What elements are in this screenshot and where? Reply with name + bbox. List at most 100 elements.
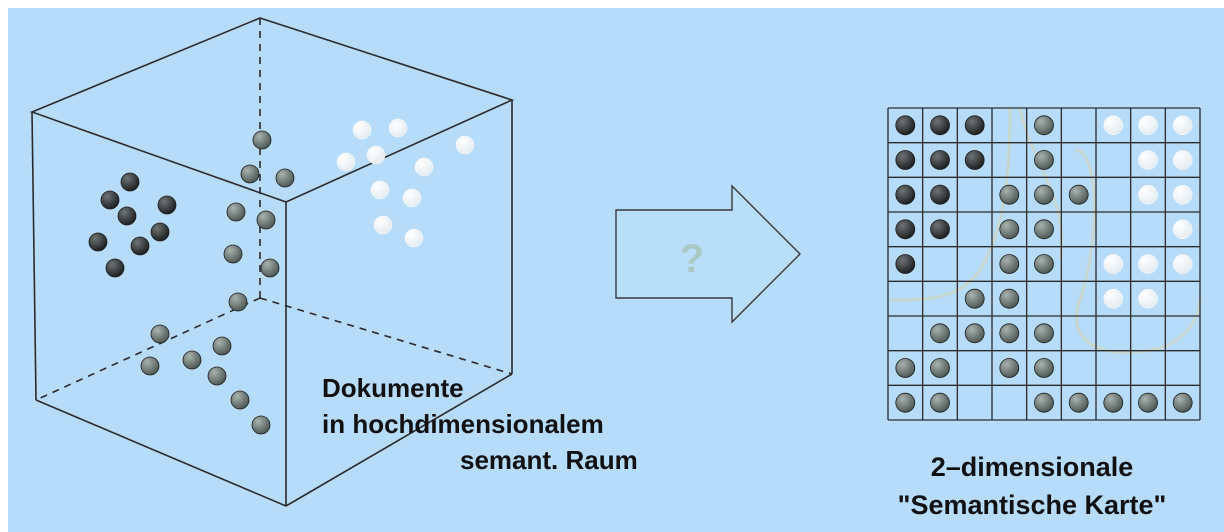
arrow-shape [615,184,801,324]
gray-document-dot [226,202,246,222]
gray-document-dot [252,130,272,150]
white-document-dot [1172,150,1193,170]
white-document-dot [352,120,372,140]
gray-document-dot [275,168,295,188]
right-caption-line2: "Semantische Karte" [897,490,1167,520]
dark-document-dot [895,219,916,240]
gray-document-dot [1138,392,1158,413]
dark-document-dot [117,206,137,226]
white-document-dot [1103,254,1124,274]
gray-document-dot [240,164,260,184]
semantic-map [887,107,1202,421]
white-document-dot [336,152,356,172]
dark-document-dot [895,184,916,205]
transform-arrow: ? [615,184,801,324]
gray-document-dot [182,350,202,370]
white-document-dot [366,145,386,165]
gray-document-dot [964,288,985,309]
left-caption-line1: Dokumente [322,373,464,403]
gray-document-dot [999,184,1020,205]
white-document-dot [1172,219,1193,240]
left-caption-line2: in hochdimensionalem [322,409,604,439]
gray-document-dot [1034,323,1054,344]
gray-document-dot [1034,150,1054,170]
gray-document-dot [1034,219,1054,240]
gray-document-dot [1034,392,1054,413]
gray-document-dot [251,415,271,435]
dark-document-dot [930,150,950,170]
dark-document-dot [100,190,120,210]
gray-document-dot [1103,392,1124,413]
gray-document-dot [1034,115,1054,136]
left-caption: Dokumente in hochdimensionalem semant. R… [322,370,638,478]
white-document-dot [373,215,393,235]
dark-document-dot [88,232,108,252]
gray-document-dot [1034,358,1054,378]
dark-document-dot [964,115,985,136]
dark-document-dot [895,254,916,274]
gray-document-dot [150,324,170,344]
white-document-dot [1172,115,1193,136]
gray-document-dot [140,356,160,376]
dark-document-dot [120,172,140,192]
dark-document-dot [150,222,170,242]
gray-document-dot [1034,254,1054,274]
dark-document-dot [930,115,950,136]
dark-document-dot [105,258,125,278]
gray-document-dot [930,392,950,413]
dark-document-dot [964,150,985,170]
gray-document-dot [230,390,250,410]
cube-document-dots [88,118,475,435]
right-caption: 2–dimensionale "Semantische Karte" [862,448,1202,524]
white-document-dot [1172,184,1193,205]
gray-document-dot [930,323,950,344]
dark-document-dot [157,195,177,215]
gray-document-dot [964,323,985,344]
dark-document-dot [930,219,950,240]
gray-document-dot [1068,392,1089,413]
gray-document-dot [999,254,1020,274]
white-document-dot [1138,115,1158,136]
white-document-dot [1138,150,1158,170]
white-document-dot [1138,184,1158,205]
dark-document-dot [895,150,916,170]
gray-document-dot [223,244,243,264]
gray-document-dot [207,366,227,386]
left-caption-line3: semant. Raum [460,445,638,475]
cube-visible-edges [29,17,515,507]
gray-document-dot [999,323,1020,344]
gray-document-dot [999,288,1020,309]
gray-document-dot [212,336,232,356]
gray-document-dot [1034,184,1054,205]
map-document-dots [895,115,1193,413]
gray-document-dot [1068,184,1089,205]
cube-hidden-edges [35,18,513,401]
dark-document-dot [930,184,950,205]
gray-document-dot [930,358,950,378]
gray-document-dot [228,292,248,312]
gray-document-dot [895,392,916,413]
dark-document-dot [130,236,150,256]
gray-document-dot [999,358,1020,378]
white-document-dot [370,180,390,200]
map-grid [887,107,1201,421]
white-document-dot [1103,288,1124,309]
white-document-dot [1138,288,1158,309]
gray-document-dot [1172,392,1193,413]
question-mark: ? [680,237,704,281]
dark-document-dot [895,115,916,136]
high-dimensional-cube [29,17,515,507]
white-document-dot [404,228,424,248]
gray-document-dot [256,210,276,230]
white-document-dot [388,118,408,138]
right-caption-line1: 2–dimensionale [930,452,1134,482]
white-document-dot [1103,115,1124,136]
white-document-dot [402,188,422,208]
white-document-dot [1138,254,1158,274]
white-document-dot [414,157,434,177]
white-document-dot [455,135,475,155]
gray-document-dot [999,219,1020,240]
gray-document-dot [895,358,916,378]
